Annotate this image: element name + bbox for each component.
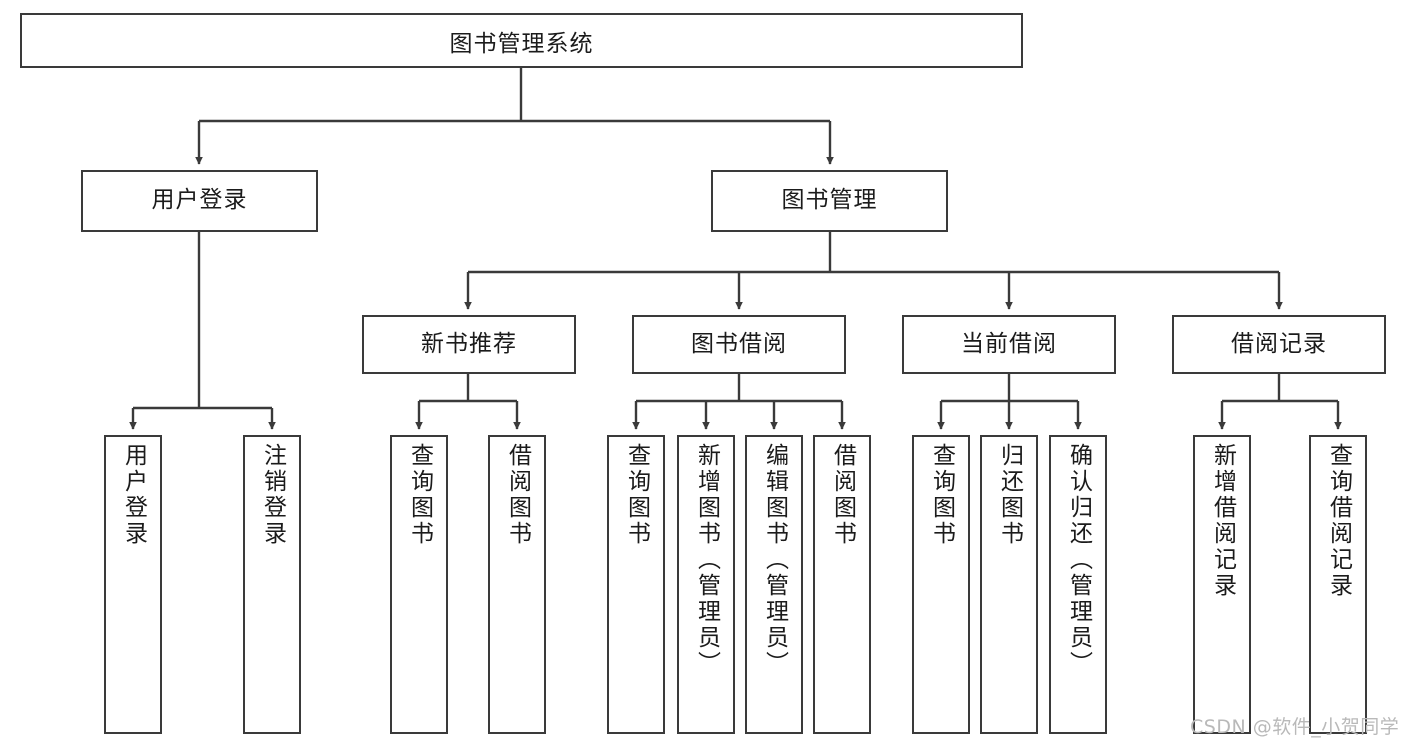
node-book-management[interactable]: 图书管理 [711, 170, 948, 232]
node-label: 查询图书 [623, 443, 650, 547]
node-label: 借阅图书 [829, 443, 856, 547]
leaf-user-logout[interactable]: 注销登录 [243, 435, 301, 734]
node-label: 图书借阅 [691, 330, 787, 357]
leaf-query-book-recommend[interactable]: 查询图书 [390, 435, 448, 734]
node-label: 新书推荐 [421, 330, 517, 357]
node-label: 图书管理系统 [449, 30, 594, 57]
leaf-query-borrow-record[interactable]: 查询借阅记录 [1309, 435, 1367, 734]
node-label: 注销登录 [259, 443, 286, 547]
node-label: 新增借阅记录 [1209, 443, 1236, 599]
leaf-borrow-book[interactable]: 借阅图书 [813, 435, 871, 734]
node-label: 查询借阅记录 [1325, 443, 1352, 599]
watermark: CSDN @软件_小贺同学 [1190, 716, 1400, 738]
node-label: 归还图书 [996, 443, 1023, 547]
node-book-borrow[interactable]: 图书借阅 [632, 315, 846, 374]
node-label: 借阅记录 [1231, 330, 1327, 357]
node-label: 查询图书 [928, 443, 955, 547]
leaf-query-book-borrow[interactable]: 查询图书 [607, 435, 665, 734]
node-borrow-records[interactable]: 借阅记录 [1172, 315, 1386, 374]
leaf-return-book[interactable]: 归还图书 [980, 435, 1038, 734]
node-root-system[interactable]: 图书管理系统 [20, 13, 1023, 68]
node-label: 用户登录 [120, 443, 147, 547]
node-label: 图书管理 [781, 187, 878, 214]
node-current-borrow[interactable]: 当前借阅 [902, 315, 1116, 374]
node-label: 查询图书 [406, 443, 433, 547]
leaf-confirm-return-admin[interactable]: 确认归还（管理员） [1049, 435, 1107, 734]
leaf-query-book-current[interactable]: 查询图书 [912, 435, 970, 734]
node-label: 编辑图书（管理员） [761, 443, 788, 677]
leaf-edit-book-admin[interactable]: 编辑图书（管理员） [745, 435, 803, 734]
node-label: 确认归还（管理员） [1065, 443, 1092, 677]
node-label: 当前借阅 [961, 330, 1057, 357]
leaf-add-borrow-record[interactable]: 新增借阅记录 [1193, 435, 1251, 734]
node-label: 借阅图书 [504, 443, 531, 547]
node-user-login[interactable]: 用户登录 [81, 170, 318, 232]
node-label: 用户登录 [151, 187, 248, 214]
leaf-add-book-admin[interactable]: 新增图书（管理员） [677, 435, 735, 734]
node-label: 新增图书（管理员） [693, 443, 720, 677]
node-new-book-recommend[interactable]: 新书推荐 [362, 315, 576, 374]
leaf-user-login[interactable]: 用户登录 [104, 435, 162, 734]
leaf-borrow-book-recommend[interactable]: 借阅图书 [488, 435, 546, 734]
